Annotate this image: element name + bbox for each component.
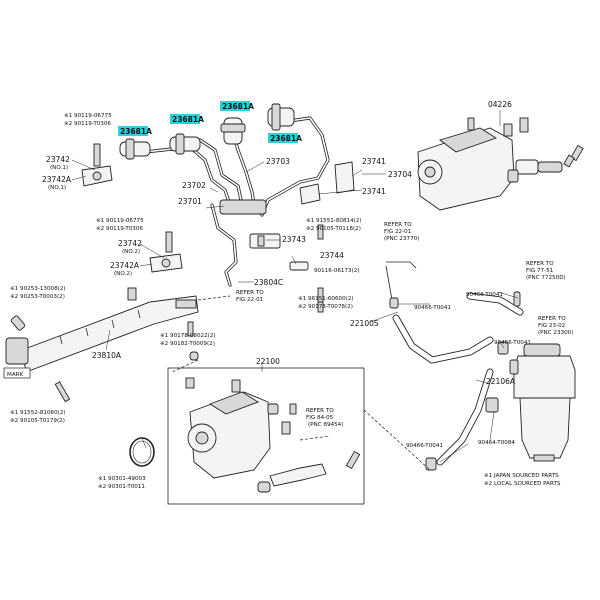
label-23742a-mid-no: (NO.2) — [114, 271, 132, 277]
label-23742a-mid: 23742A — [110, 261, 140, 270]
label-23681a-1: 23681A — [120, 127, 152, 136]
injector-nozzles — [119, 103, 295, 160]
highlight-23681a-4 — [268, 133, 298, 143]
label-fastener-9: ※2 90178-T0078(2) — [298, 304, 353, 310]
nozzle-4 — [267, 103, 295, 131]
label-ref2-c: (PNC 77250D) — [526, 275, 566, 281]
label-fastener-11: ※2 90253-T0003(2) — [10, 294, 65, 300]
label-fastener-7: 90116-06173(2) — [314, 268, 360, 274]
label-ref3-b: FIG 23-02 — [538, 323, 565, 329]
leader-lines — [71, 110, 519, 463]
label-23701: 23701 — [178, 197, 202, 206]
label-23810a: 23810A — [92, 351, 122, 360]
label-23681a-2: 23681A — [172, 115, 204, 124]
label-fastener-10: ※1 90253-13008(2) — [10, 286, 66, 292]
label-23804c: 23804C — [254, 278, 283, 287]
label-23742-top: 23742 — [46, 155, 70, 164]
label-ref3-c: (PNC 23300) — [538, 330, 573, 336]
clamp-23744 — [289, 261, 309, 271]
legend-line-2: ※2 LOCAL SOURCED PARTS — [484, 481, 561, 487]
pipe-clamp — [219, 199, 267, 215]
label-23703: 23703 — [266, 157, 290, 166]
label-ref3-a: REFER TO — [538, 316, 566, 322]
label-fastener-6: ※2 90105-T0118(2) — [306, 226, 361, 232]
label-23744: 23744 — [320, 251, 344, 260]
label-04226: 04226 — [488, 100, 512, 109]
common-rail-23810a — [5, 287, 199, 373]
label-23681a-3: 23681A — [222, 102, 254, 111]
label-23742a-top-no: (NO.1) — [48, 185, 66, 191]
highlight-23681a-2 — [170, 114, 200, 124]
label-fastener-4: ※2 90119-T0306 — [96, 226, 143, 232]
label-23743: 23743 — [282, 235, 306, 244]
label-clamp-5: 90464-T0084 — [478, 440, 515, 446]
nozzle-2 — [169, 133, 201, 155]
label-fastener-12: ※1 90178-08022(2) — [160, 333, 216, 339]
label-fastener-3: ※1 90119-06775 — [96, 218, 144, 224]
highlight-23681a-1 — [118, 126, 148, 136]
o-ring — [129, 437, 155, 467]
label-clamp-3: 90466-T0041 — [494, 340, 531, 346]
mark-label: MARK — [7, 372, 24, 378]
highlight-23681a-3 — [220, 101, 250, 111]
supply-pump-22100 — [185, 377, 361, 493]
label-fastener-2: ※2 90119-T0306 — [64, 121, 111, 127]
mark-tag: MARK — [3, 367, 31, 379]
label-ref5-a: REFER TO — [306, 408, 334, 414]
label-clamp-1: 90466-T0041 — [466, 292, 503, 298]
clamp-23743 — [249, 233, 281, 249]
label-ref2-a: REFER TO — [526, 261, 554, 267]
bracket-23741 — [299, 161, 355, 205]
label-23681a-4: 23681A — [270, 134, 302, 143]
label-fastener-8: ※1 96151-60600(2) — [298, 296, 354, 302]
supply-pump-04226 — [417, 117, 584, 211]
label-ref4-a: REFER TO — [236, 290, 264, 296]
label-fastener-15: ※2 90105-T0179(2) — [10, 418, 65, 424]
clamp-23742-top — [81, 143, 113, 187]
label-ref4-b: FIG 22-01 — [236, 297, 264, 303]
label-22100s: 22100S — [350, 319, 379, 328]
label-clamp-2: 90466-T0041 — [414, 305, 451, 311]
label-fastener-1: ※1 90119-06775 — [64, 113, 112, 119]
pump-22100-frame — [167, 367, 365, 505]
label-fastener-5: ※1 91551-80814(2) — [306, 218, 362, 224]
label-ref2-b: FIG 77-51 — [526, 268, 554, 274]
fuel-hoses — [385, 261, 524, 471]
label-23704: 23704 — [388, 170, 412, 179]
nozzle-1 — [119, 138, 151, 160]
label-ref5-b: FIG 84-05 — [306, 415, 334, 421]
legend-line-1: ※1 JAPAN SOURCED PARTS — [484, 473, 559, 479]
label-23742a-top: 23742A — [42, 175, 72, 184]
label-ref1-b: FIG 22-01 — [384, 229, 412, 235]
label-ref1-c: (PNC 23770) — [384, 236, 419, 242]
label-fastener-17: ※2 90301-T0011 — [98, 484, 145, 490]
label-ref5-c: (PNC 89454) — [308, 422, 343, 428]
label-23742-mid-no: (NO.2) — [122, 249, 140, 255]
label-23741-a: 23741 — [362, 157, 386, 166]
label-ref1-a: REFER TO — [384, 222, 412, 228]
label-23742-mid: 23742 — [118, 239, 142, 248]
label-fastener-16: ※1 90301-49003 — [98, 476, 146, 482]
reference-lines — [171, 295, 431, 471]
label-22106a: 22106A — [486, 377, 516, 386]
label-22100: 22100 — [256, 357, 280, 366]
nozzle-3 — [220, 117, 246, 145]
fuel-filter — [509, 343, 576, 462]
label-fastener-14: ※1 91552-81060(2) — [10, 410, 66, 416]
label-clamp-4: 90466-T0041 — [406, 443, 443, 449]
label-23742-top-no: (NO.1) — [50, 165, 68, 171]
bolts-misc — [10, 224, 324, 403]
clamp-23742-mid — [149, 231, 183, 273]
label-23702: 23702 — [182, 181, 206, 190]
label-fastener-13: ※2 90182-T0009(2) — [160, 341, 215, 347]
label-23741-b: 23741 — [362, 187, 386, 196]
